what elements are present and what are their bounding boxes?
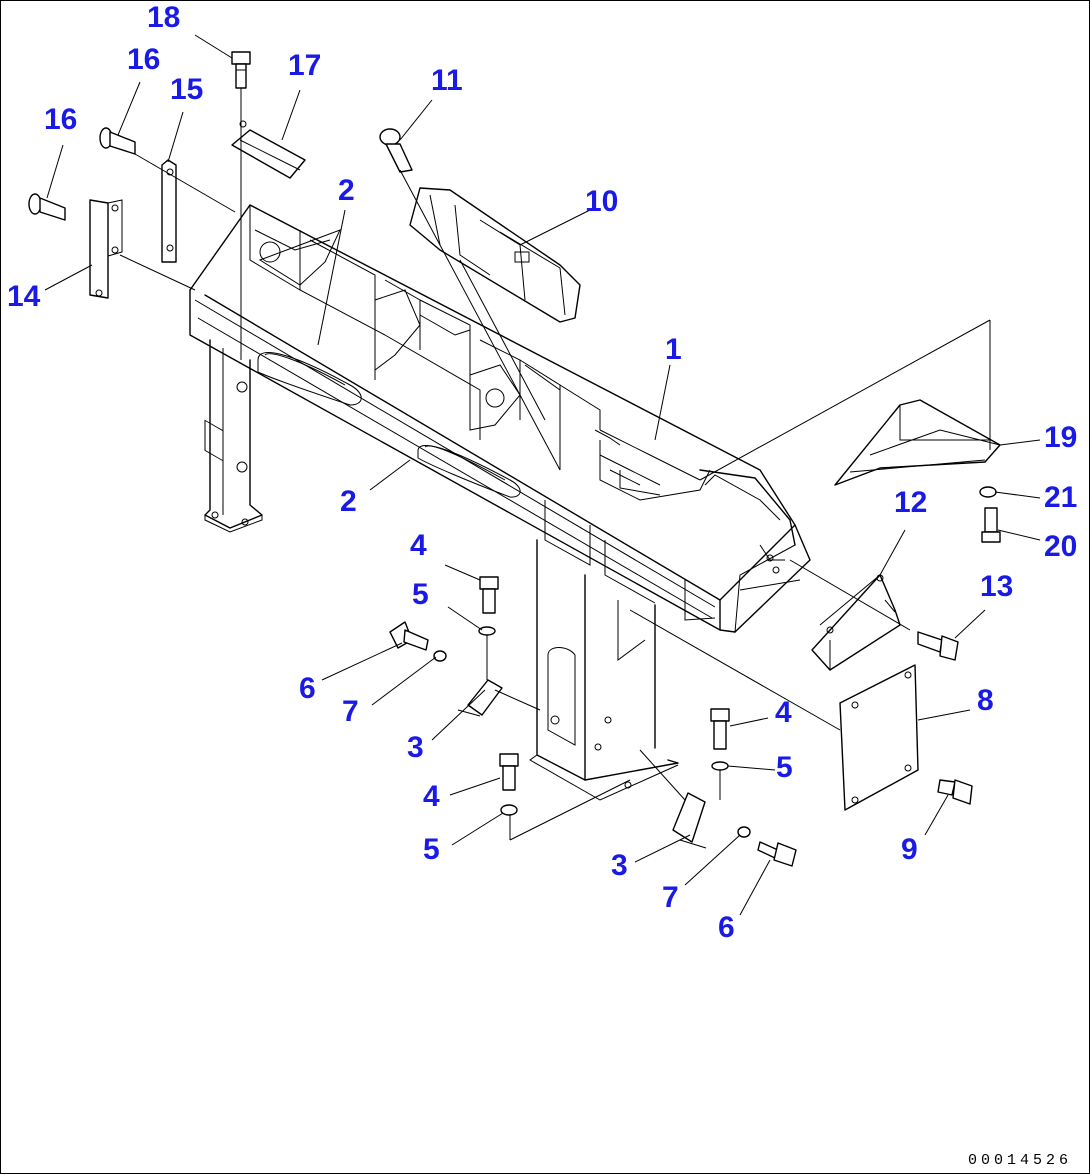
callout-7-a: 7 [342,695,359,728]
bracket-14 [89,199,123,299]
bolt-20 [981,507,1001,543]
bolt-16-upper [99,127,136,155]
plate-17 [231,120,306,179]
callout-16-b: 16 [44,103,78,136]
bolt-18 [231,51,251,89]
center-pedestal [529,539,679,801]
bolt-6-right [737,826,797,867]
bracket-15 [161,159,177,263]
bolt-4-mid [710,708,730,771]
callout-10: 10 [585,185,619,218]
bolt-4-lower [499,753,519,816]
washer-21 [979,486,997,498]
callout-15: 15 [170,73,204,106]
bracket-3-right [672,792,707,849]
callout-5-a: 5 [412,578,429,611]
callout-2-b: 2 [340,485,357,518]
callout-3-a: 3 [407,731,424,764]
drawing-number: 00014526 [968,1152,1073,1169]
callout-4-a: 4 [410,529,427,562]
callout-6-b: 6 [718,911,735,944]
callout-12: 12 [894,486,928,519]
main-frame [189,204,811,633]
left-leg [204,339,263,533]
callout-leaders [44,34,1041,916]
callout-19: 19 [1044,421,1078,454]
callout-20: 20 [1044,530,1078,563]
callout-4-b: 4 [775,696,792,729]
callout-16-a: 16 [127,43,161,76]
callout-5-b: 5 [776,751,793,784]
callout-6-a: 6 [299,672,316,705]
callout-3-b: 3 [611,849,628,882]
bracket-3-left [457,679,503,717]
bolt-13 [917,631,959,661]
callout-18: 18 [147,1,181,34]
callout-2-a: 2 [338,174,355,207]
callout-11: 11 [431,64,463,97]
callout-21: 21 [1044,481,1078,514]
bolt-9 [937,779,973,805]
plate-8 [839,664,919,811]
callout-7-b: 7 [662,881,679,914]
callout-14: 14 [7,280,41,313]
callout-4-c: 4 [423,780,440,813]
bracket-12 [811,574,901,671]
bolt-4-upper [478,576,499,636]
bolt-11 [379,128,413,173]
callout-9: 9 [901,833,918,866]
bolt-16-lower [28,193,66,221]
assembly-lines [119,88,991,841]
bolt-6-left [389,621,447,662]
callout-1: 1 [665,333,682,366]
callout-13: 13 [980,570,1014,603]
callout-8: 8 [977,684,994,717]
callout-5-c: 5 [423,833,440,866]
callout-17: 17 [288,49,322,82]
cover-19 [834,399,1001,486]
